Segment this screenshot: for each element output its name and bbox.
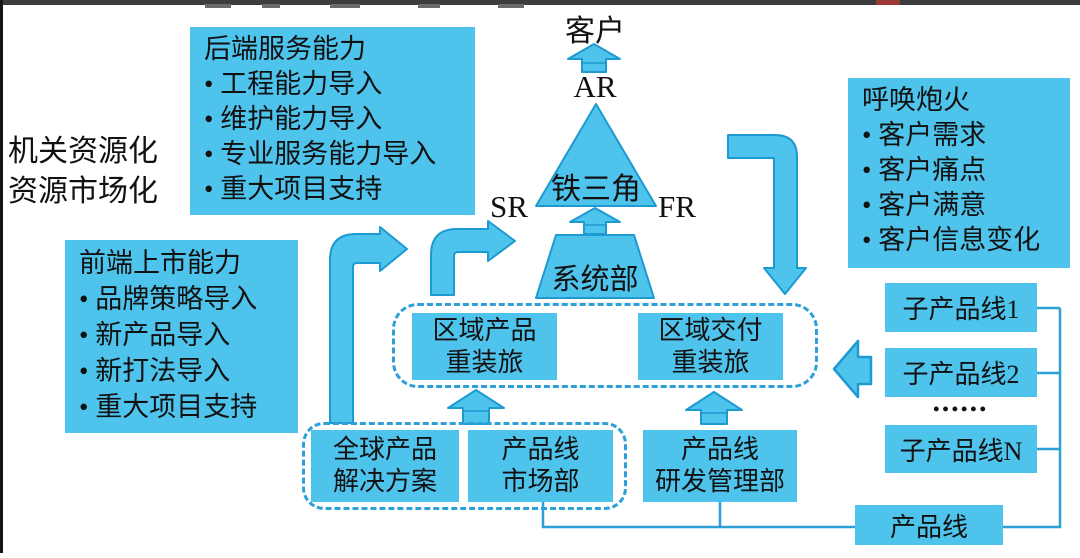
regional-delivery-brigade-box: 区域交付 重装旅: [638, 313, 783, 380]
fire-bullet: • 客户需求: [862, 120, 987, 150]
frame-left-border: [0, 0, 3, 553]
frontend-bullet: • 新打法导入: [79, 356, 231, 386]
elbow-arrow-front-capability: [329, 226, 408, 424]
side-label-resource-1: 机关资源化: [8, 135, 158, 168]
arrow-fold-lines: [463, 62, 727, 414]
regional-product-line2: 重装旅: [445, 347, 524, 377]
frontend-bullet: • 品牌策略导入: [79, 284, 258, 314]
frontend-title: 前端上市能力: [79, 248, 241, 278]
iron-triangle-label: 铁三角: [551, 173, 641, 206]
elbow-arrow-to-sr: [430, 220, 516, 296]
regional-delivery-line1: 区域交付: [658, 315, 763, 345]
customer-label: 客户: [565, 15, 625, 48]
sub-product-line-2-box: 子产品线2: [885, 348, 1037, 397]
backend-bullet: • 工程能力导入: [204, 69, 383, 99]
sub-product-line-2-label: 子产品线2: [902, 360, 1020, 389]
fire-bullet: • 客户满意: [862, 190, 987, 220]
iron-triangle-shape: [535, 103, 657, 207]
global-solution-line2: 解决方案: [332, 467, 437, 496]
global-product-solution-box: 全球产品 解决方案: [311, 430, 459, 502]
cropped-text-remnant: [205, 4, 231, 8]
arrow-up-to-regional-delivery: [685, 391, 743, 425]
pl-marketing-line2: 市场部: [501, 467, 580, 496]
cropped-text-remnant: [330, 4, 360, 8]
backend-title: 后端服务能力: [204, 34, 366, 64]
call-for-fire-box: 呼唤炮火 • 客户需求 • 客户痛点 • 客户满意 • 客户信息变化: [848, 78, 1070, 268]
pl-marketing-line1: 产品线: [501, 435, 580, 464]
cropped-text-remnant: [262, 4, 280, 8]
sub-product-line-ellipsis: ••••••: [933, 399, 989, 419]
connector-sub-product-bracket: [1002, 306, 1062, 529]
arrow-up-to-triangle: [569, 207, 621, 235]
red-artifact-mark: [876, 0, 900, 5]
sub-product-line-1-box: 子产品线1: [885, 283, 1037, 332]
pl-rnd-line2: 研发管理部: [654, 467, 785, 496]
sub-product-line-1-label: 子产品线1: [902, 295, 1020, 324]
sr-label: SR: [490, 189, 528, 224]
regional-product-brigade-box: 区域产品 重装旅: [412, 313, 557, 380]
arrow-left-from-sub-product-lines: [832, 339, 873, 399]
frontend-bullet: • 新产品导入: [79, 320, 231, 350]
product-line-label: 产品线: [889, 512, 968, 542]
regional-delivery-line2: 重装旅: [671, 347, 750, 377]
regional-product-line1: 区域产品: [432, 315, 537, 345]
sub-product-line-n-box: 子产品线N: [885, 425, 1037, 473]
side-label-resource-2: 资源市场化: [8, 175, 158, 208]
global-solution-line1: 全球产品: [332, 435, 437, 464]
pl-rnd-line1: 产品线: [680, 435, 759, 464]
fr-label: FR: [658, 189, 696, 224]
ar-label: AR: [573, 69, 617, 104]
system-dept-trapezoid: [535, 234, 655, 299]
system-dept-label: 系统部: [551, 264, 639, 296]
frontend-launch-box: 前端上市能力 • 品牌策略导入 • 新产品导入 • 新打法导入 • 重大项目支持: [65, 240, 298, 433]
product-line-box: 产品线: [855, 505, 1003, 545]
fire-title: 呼唤炮火: [862, 85, 970, 115]
frontend-bullet: • 重大项目支持: [79, 392, 258, 422]
product-line-rnd-box: 产品线 研发管理部: [643, 430, 797, 502]
backend-service-box: 后端服务能力 • 工程能力导入 • 维护能力导入 • 专业服务能力导入 • 重大…: [190, 27, 475, 215]
backend-bullet: • 维护能力导入: [204, 104, 383, 134]
backend-bullet: • 重大项目支持: [204, 174, 383, 204]
cropped-text-remnant: [418, 4, 440, 8]
sub-product-line-n-label: 子产品线N: [899, 436, 1023, 466]
elbow-arrow-call-for-fire: [727, 134, 807, 295]
frame-top-border: [0, 0, 1080, 5]
fire-bullet: • 客户痛点: [862, 155, 987, 185]
arrow-up-to-regional-product: [447, 389, 505, 425]
connector-to-product-line: [541, 502, 856, 529]
product-line-marketing-box: 产品线 市场部: [468, 430, 613, 502]
backend-bullet: • 专业服务能力导入: [204, 139, 437, 169]
arrow-up-to-customer: [567, 43, 621, 73]
fire-bullet: • 客户信息变化: [862, 225, 1041, 255]
cropped-text-remnant: [498, 4, 524, 8]
